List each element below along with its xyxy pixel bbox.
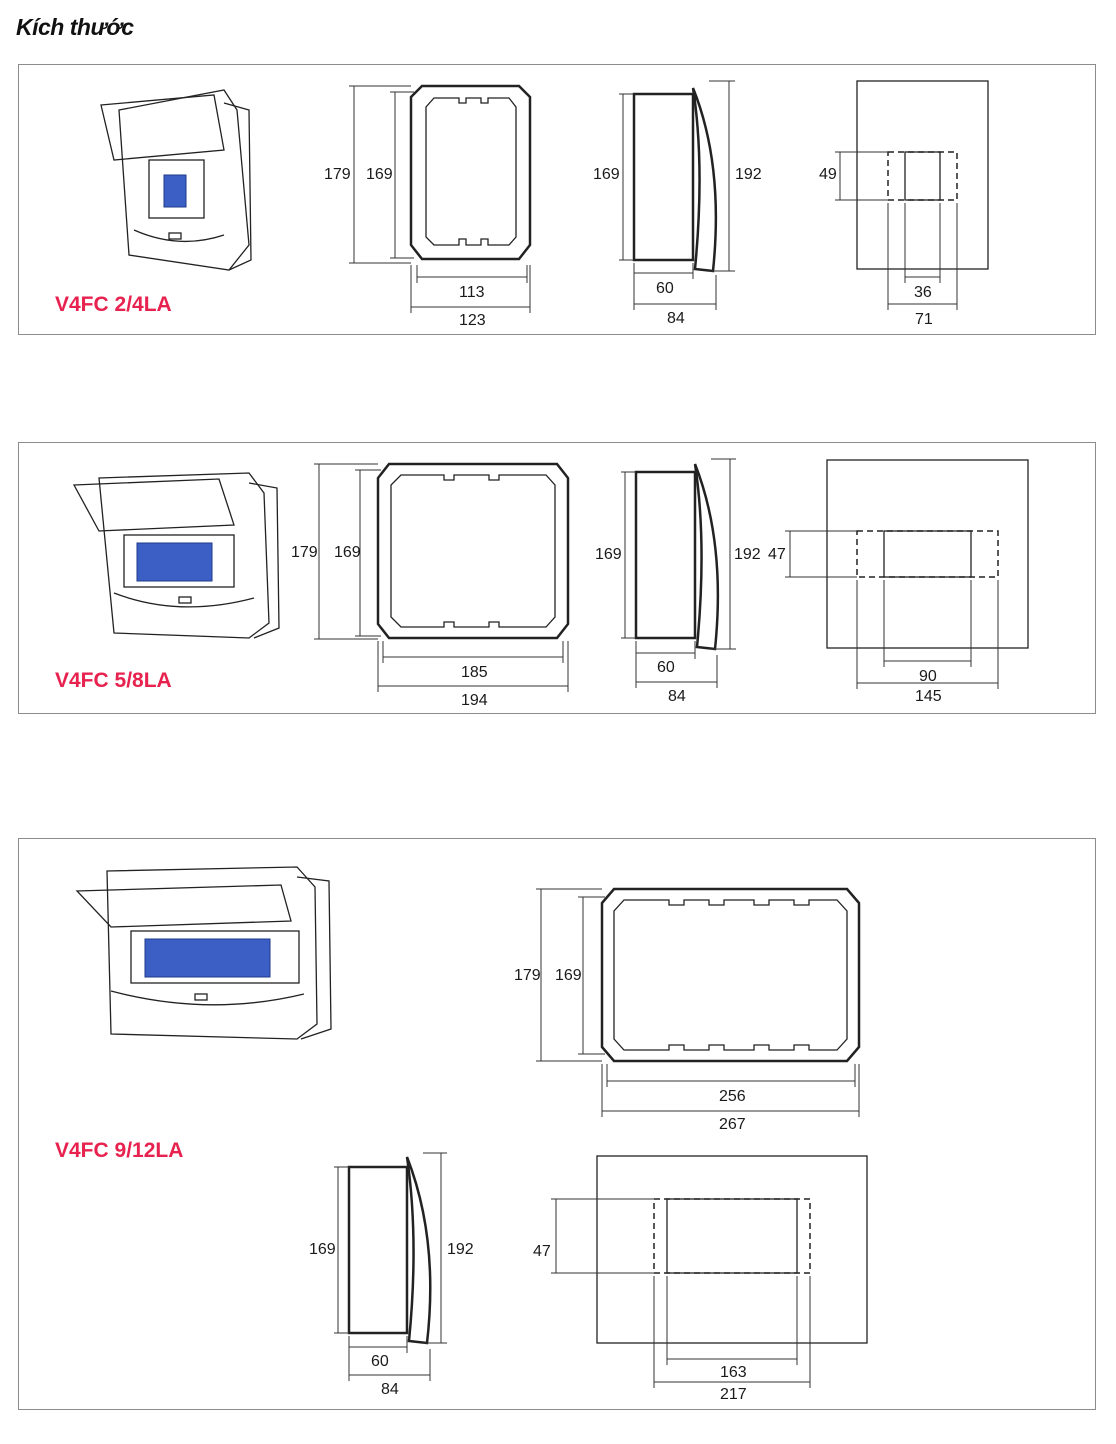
front-view: 179 169 256 267 <box>514 887 861 1133</box>
dim-total-depth: 84 <box>381 1381 399 1398</box>
dim-cutout-width: 163 <box>720 1364 747 1381</box>
enclosure-illustration <box>75 866 332 1040</box>
dim-inner-width: 113 <box>459 284 485 301</box>
dim-cutout-width: 36 <box>914 284 932 301</box>
dim-cutout-height: 49 <box>819 166 837 183</box>
model-label: V4FC 2/4LA <box>55 293 172 316</box>
front-view: 179 169 185 194 <box>291 462 570 709</box>
model-label: V4FC 5/8LA <box>55 669 172 692</box>
cutout-view: 49 36 71 <box>819 80 989 328</box>
panel-1-drawing: V4FC 2/4LA 179 169 113 123 <box>55 80 989 329</box>
enclosure-illustration <box>72 472 280 639</box>
panel-v4fc-2-4la: V4FC 2/4LA 179 169 113 123 <box>18 64 1096 335</box>
dim-inner-height: 169 <box>334 544 361 561</box>
dim-outer-height: 179 <box>514 967 541 984</box>
panel-v4fc-9-12la: V4FC 9/12LA 179 169 256 267 <box>18 838 1096 1410</box>
panel-2-drawing: V4FC 5/8LA 179 169 185 194 <box>55 458 1029 709</box>
cutout-view: 47 163 217 <box>533 1155 868 1403</box>
dim-inner-height: 169 <box>555 967 582 984</box>
dim-outer-width: 267 <box>719 1116 746 1133</box>
dim-cutout-outer-width: 145 <box>915 688 942 705</box>
page-heading: Kích thước <box>16 14 134 40</box>
dim-outer-height: 179 <box>324 166 351 183</box>
panel-3-drawing: V4FC 9/12LA 179 169 256 267 <box>55 866 868 1403</box>
side-view: 169 192 60 84 <box>593 80 762 327</box>
dim-body-depth: 60 <box>656 280 674 297</box>
dim-total-depth: 84 <box>667 310 685 327</box>
dim-lid-height: 192 <box>734 546 761 563</box>
model-label: V4FC 9/12LA <box>55 1139 183 1162</box>
panel-v4fc-5-8la: V4FC 5/8LA 179 169 185 194 <box>18 442 1096 714</box>
dim-body-depth: 60 <box>657 659 675 676</box>
dim-outer-width: 194 <box>461 692 488 709</box>
dim-body-height: 169 <box>593 166 620 183</box>
dim-lid-height: 192 <box>735 166 762 183</box>
dim-cutout-height: 47 <box>533 1243 551 1260</box>
dim-inner-width: 185 <box>461 664 488 681</box>
dim-body-height: 169 <box>595 546 622 563</box>
dim-outer-height: 179 <box>291 544 318 561</box>
dim-outer-width: 123 <box>459 312 486 329</box>
dim-cutout-width: 90 <box>919 668 937 685</box>
dim-total-depth: 84 <box>668 688 686 705</box>
dim-body-height: 169 <box>309 1241 336 1258</box>
dim-cutout-outer-width: 71 <box>915 311 933 328</box>
dim-inner-height: 169 <box>366 166 393 183</box>
dim-lid-height: 192 <box>447 1241 474 1258</box>
side-view: 169 192 60 84 <box>595 458 761 705</box>
enclosure-illustration <box>100 89 252 271</box>
dim-body-depth: 60 <box>371 1353 389 1370</box>
dim-inner-width: 256 <box>719 1088 746 1105</box>
dim-cutout-outer-width: 217 <box>720 1386 747 1403</box>
front-view: 179 169 113 123 <box>324 84 532 329</box>
cutout-view: 47 90 145 <box>768 459 1029 705</box>
dim-cutout-height: 47 <box>768 546 786 563</box>
side-view: 169 192 60 84 <box>309 1152 474 1398</box>
